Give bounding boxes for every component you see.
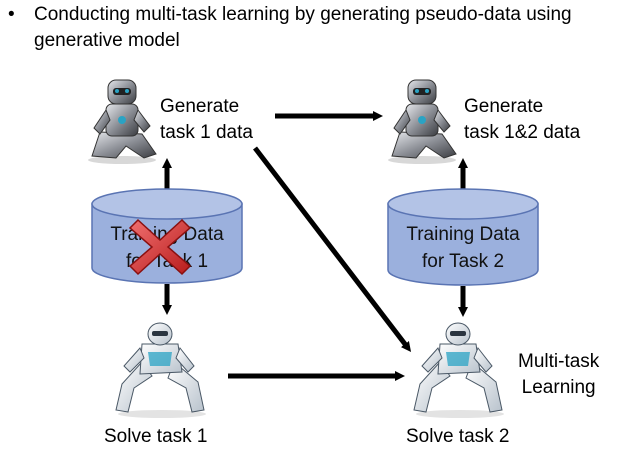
multitask-label-line1: Multi-task	[518, 351, 600, 372]
bullet-text: Conducting multi-task learning by genera…	[34, 4, 572, 51]
robot-crouching-icon	[115, 322, 206, 418]
database-2-cylinder	[387, 188, 539, 286]
multitask-label: Multi-task Learning	[518, 349, 599, 401]
database-2-label: Training Data for Task 2	[388, 221, 538, 275]
robot-crouching-icon	[413, 322, 504, 418]
database-2-label-line2: for Task 2	[421, 251, 505, 272]
robot-sitting-icon	[388, 79, 457, 164]
database-2-label-line1: Training Data	[406, 224, 520, 245]
bullet-symbol: •	[8, 4, 15, 25]
generator-2-label-line2: task 1&2 data	[464, 122, 581, 143]
robot-sitting-icon	[88, 79, 157, 164]
generator-1-label: Generate task 1 data	[160, 94, 253, 146]
cross-icon	[128, 218, 192, 276]
generator-2-label-line1: Generate	[464, 96, 544, 117]
generator-2-label: Generate task 1&2 data	[464, 94, 580, 146]
solver-2-label: Solve task 2	[406, 426, 510, 447]
multitask-label-line2: Learning	[521, 377, 596, 398]
solver-1-label: Solve task 1	[104, 426, 208, 447]
generator-1-label-line2: task 1 data	[160, 122, 253, 143]
arrow-gen1-to-solver2	[253, 146, 412, 352]
arrows	[162, 111, 468, 381]
generator-1-label-line1: Generate	[160, 96, 240, 117]
